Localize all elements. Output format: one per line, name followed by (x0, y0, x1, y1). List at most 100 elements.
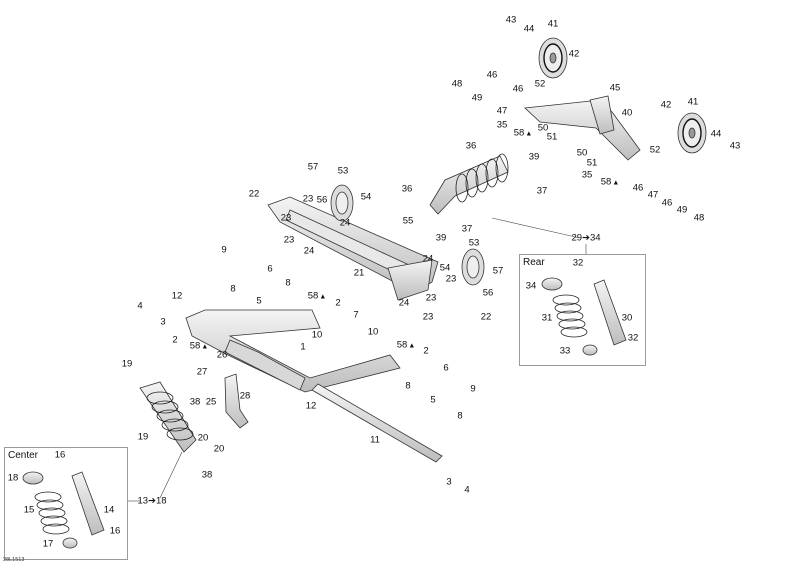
callout-10a[interactable]: 10 (311, 329, 323, 341)
callout-28[interactable]: 28 (239, 390, 251, 402)
callout-58a[interactable]: 58▲ (513, 127, 533, 139)
shock-body-30[interactable] (593, 279, 627, 346)
wheel-53-upper[interactable] (330, 184, 354, 222)
retainer-17[interactable] (62, 537, 78, 549)
callout-35a[interactable]: 35 (496, 119, 508, 131)
callout-3b[interactable]: 3 (446, 476, 452, 488)
callout-21[interactable]: 21 (353, 267, 365, 279)
callout-4b[interactable]: 4 (464, 484, 470, 496)
callout-23c[interactable]: 23 (283, 234, 295, 246)
callout-24b[interactable]: 24 (303, 245, 315, 257)
callout-47a[interactable]: 47 (496, 105, 508, 117)
callout-27[interactable]: 27 (196, 366, 208, 378)
callout-58c[interactable]: 58▲ (307, 290, 327, 302)
callout-2c[interactable]: 2 (423, 345, 429, 357)
callout-9a[interactable]: 9 (221, 244, 227, 256)
callout-13to18[interactable]: 13➔18 (137, 495, 167, 507)
callout-46c[interactable]: 46 (632, 182, 644, 194)
callout-15[interactable]: 15 (23, 504, 35, 516)
callout-12a[interactable]: 12 (171, 290, 183, 302)
callout-51a[interactable]: 51 (546, 131, 558, 143)
retainer-33[interactable] (582, 344, 598, 356)
callout-3a[interactable]: 3 (160, 316, 166, 328)
rear-arm-part-40[interactable] (524, 95, 641, 161)
callout-4a[interactable]: 4 (137, 300, 143, 312)
callout-48a[interactable]: 48 (451, 78, 463, 90)
callout-30[interactable]: 30 (621, 312, 633, 324)
callout-54a[interactable]: 54 (360, 191, 372, 203)
callout-40[interactable]: 40 (621, 107, 633, 119)
callout-8a[interactable]: 8 (230, 283, 236, 295)
callout-47b[interactable]: 47 (647, 189, 659, 201)
spring-seat-34[interactable] (541, 277, 563, 291)
callout-8d[interactable]: 8 (457, 410, 463, 422)
callout-53b[interactable]: 53 (468, 237, 480, 249)
callout-34[interactable]: 34 (525, 280, 537, 292)
cross-shaft-11[interactable] (311, 383, 443, 463)
callout-24c[interactable]: 24 (422, 253, 434, 265)
callout-36b[interactable]: 36 (401, 183, 413, 195)
callout-37a[interactable]: 37 (536, 185, 548, 197)
callout-23e[interactable]: 23 (425, 292, 437, 304)
callout-26[interactable]: 26 (216, 349, 228, 361)
spring-part-31[interactable] (552, 294, 588, 338)
callout-50a[interactable]: 50 (537, 122, 549, 134)
callout-10b[interactable]: 10 (367, 326, 379, 338)
callout-43a[interactable]: 43 (505, 14, 517, 26)
callout-23f[interactable]: 23 (422, 311, 434, 323)
callout-56b[interactable]: 56 (482, 287, 494, 299)
callout-58d[interactable]: 58▲ (189, 340, 209, 352)
callout-50b[interactable]: 50 (576, 147, 588, 159)
callout-38b[interactable]: 38 (201, 469, 213, 481)
callout-11[interactable]: 11 (370, 434, 380, 446)
callout-53a[interactable]: 53 (337, 165, 349, 177)
callout-29to34[interactable]: 29➔34 (571, 232, 601, 244)
callout-38a[interactable]: 38 (189, 396, 201, 408)
callout-49b[interactable]: 49 (676, 204, 688, 216)
callout-35b[interactable]: 35 (581, 169, 593, 181)
callout-44a[interactable]: 44 (523, 23, 535, 35)
callout-46a[interactable]: 46 (486, 69, 498, 81)
callout-1[interactable]: 1 (300, 341, 306, 353)
wheel-53-lower[interactable] (461, 248, 485, 286)
callout-31[interactable]: 31 (541, 312, 553, 324)
callout-9b[interactable]: 9 (470, 383, 476, 395)
callout-17[interactable]: 17 (42, 538, 54, 550)
callout-55[interactable]: 55 (402, 215, 414, 227)
callout-46d[interactable]: 46 (661, 197, 673, 209)
callout-58b[interactable]: 58▲ (600, 176, 620, 188)
callout-25[interactable]: 25 (205, 396, 217, 408)
callout-45[interactable]: 45 (609, 82, 621, 94)
callout-39a[interactable]: 39 (528, 151, 540, 163)
callout-56a[interactable]: 56 (316, 194, 328, 206)
idler-wheel-41-top[interactable] (538, 37, 568, 79)
callout-12b[interactable]: 12 (305, 400, 317, 412)
callout-57a[interactable]: 57 (307, 161, 319, 173)
callout-41a[interactable]: 41 (547, 18, 559, 30)
callout-52a[interactable]: 52 (534, 78, 546, 90)
spring-part-15[interactable] (34, 491, 70, 535)
callout-33[interactable]: 33 (559, 345, 571, 357)
callout-19b[interactable]: 19 (137, 431, 149, 443)
callout-2b[interactable]: 2 (172, 334, 178, 346)
center-shock-assembly[interactable] (139, 381, 197, 453)
callout-16a[interactable]: 16 (54, 449, 66, 461)
callout-43b[interactable]: 43 (729, 140, 741, 152)
callout-22a[interactable]: 22 (248, 188, 260, 200)
callout-20a[interactable]: 20 (197, 432, 209, 444)
callout-19a[interactable]: 19 (121, 358, 133, 370)
callout-51b[interactable]: 51 (586, 157, 598, 169)
callout-23b[interactable]: 23 (280, 212, 292, 224)
callout-16b[interactable]: 16 (109, 525, 121, 537)
callout-42b[interactable]: 42 (660, 99, 672, 111)
front-arm-frame-21[interactable] (267, 196, 439, 301)
shock-body-14[interactable] (71, 471, 105, 536)
callout-23a[interactable]: 23 (302, 193, 314, 205)
callout-24a[interactable]: 24 (339, 217, 351, 229)
callout-5a[interactable]: 5 (256, 295, 262, 307)
callout-52b[interactable]: 52 (649, 144, 661, 156)
callout-8c[interactable]: 8 (405, 380, 411, 392)
callout-20b[interactable]: 20 (213, 443, 225, 455)
callout-54b[interactable]: 54 (439, 262, 451, 274)
callout-6a[interactable]: 6 (267, 263, 273, 275)
